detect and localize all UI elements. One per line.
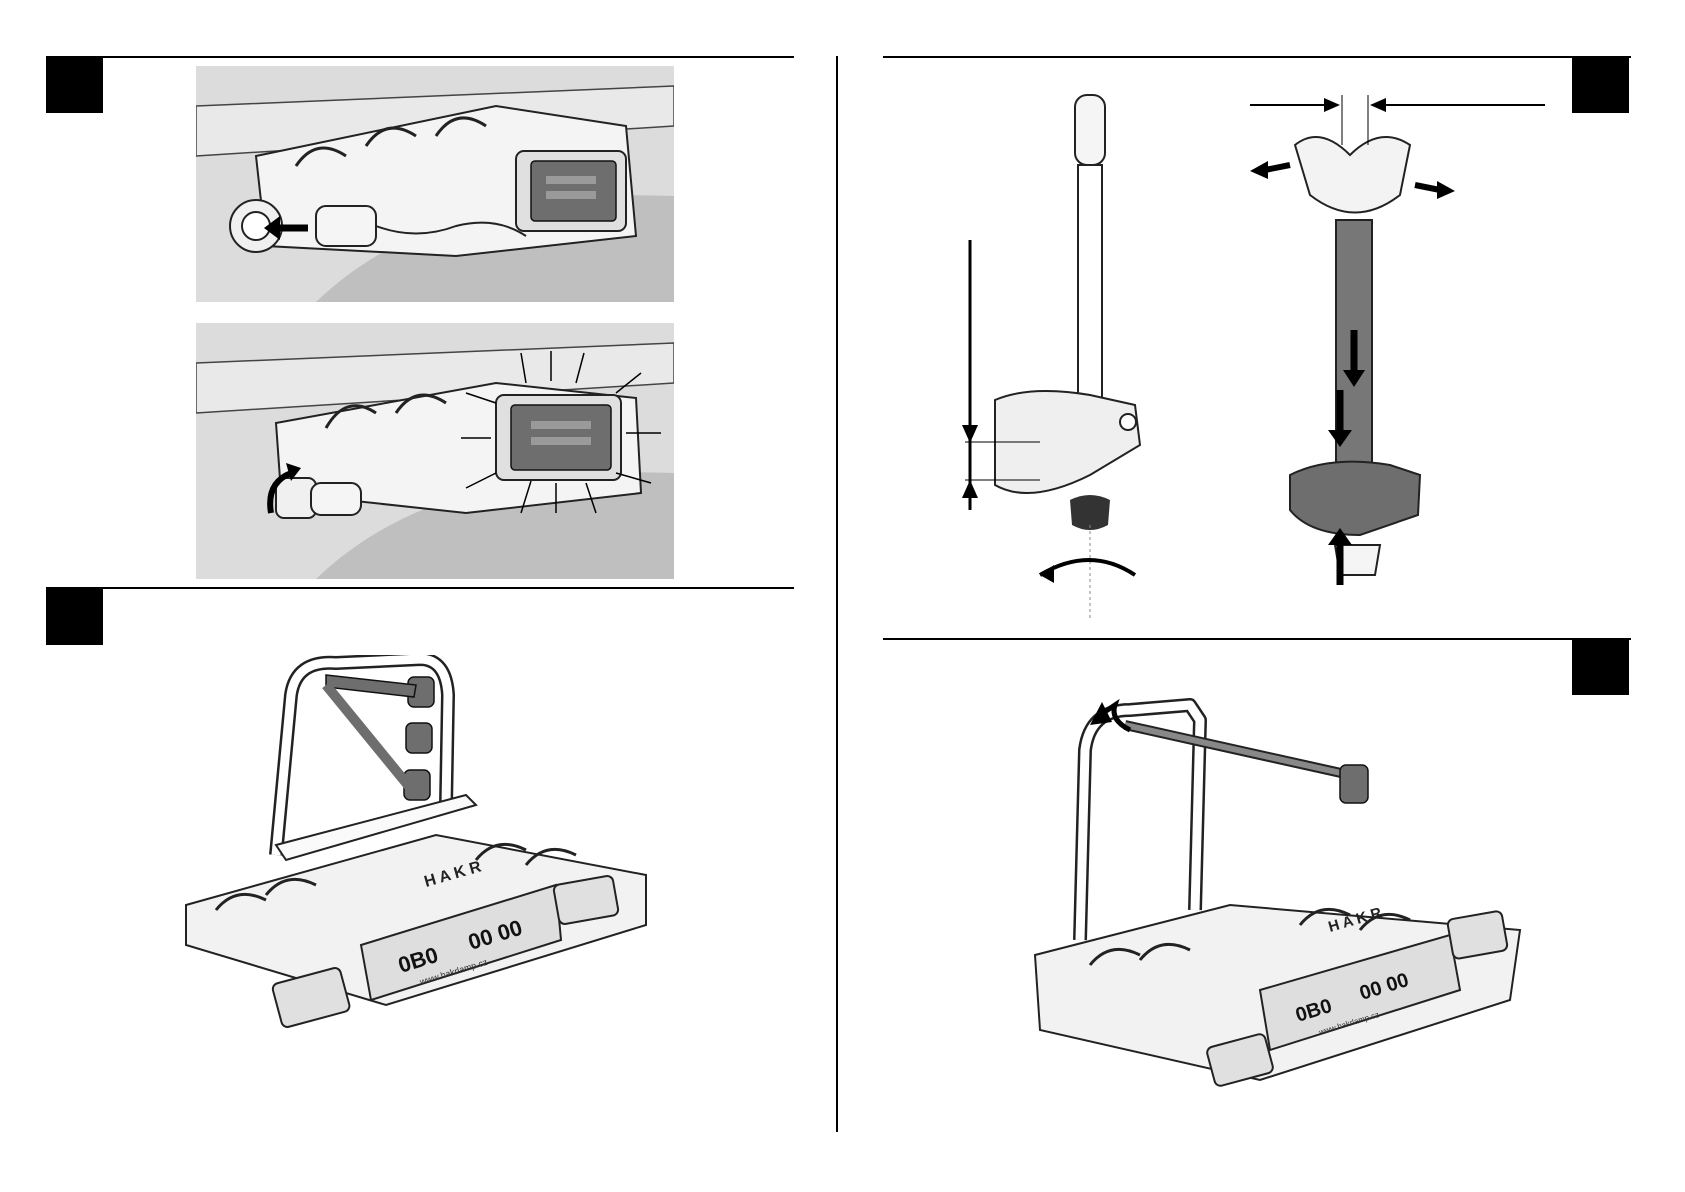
plug-insertion-illustration	[196, 66, 674, 302]
step-box-1	[46, 56, 103, 113]
divider-middle-right	[883, 638, 1631, 640]
carrier-with-arm-illustration: H A K R 0B0 00 00 www.hakrlamp.cz	[1030, 670, 1530, 1110]
center-divider	[836, 56, 838, 1132]
step-box-4	[1572, 638, 1629, 695]
divider-middle-left	[46, 587, 794, 589]
divider-top-left	[46, 56, 794, 58]
step-box-2	[46, 588, 103, 645]
frame-holder-adjustment-illustration	[950, 85, 1560, 625]
lights-flashing-illustration	[196, 323, 674, 579]
step-box-3	[1572, 56, 1629, 113]
assembled-carrier-illustration: H A K R 0B0 00 00 www.hakrlamp.cz	[176, 655, 686, 1045]
divider-top-right	[883, 56, 1631, 58]
